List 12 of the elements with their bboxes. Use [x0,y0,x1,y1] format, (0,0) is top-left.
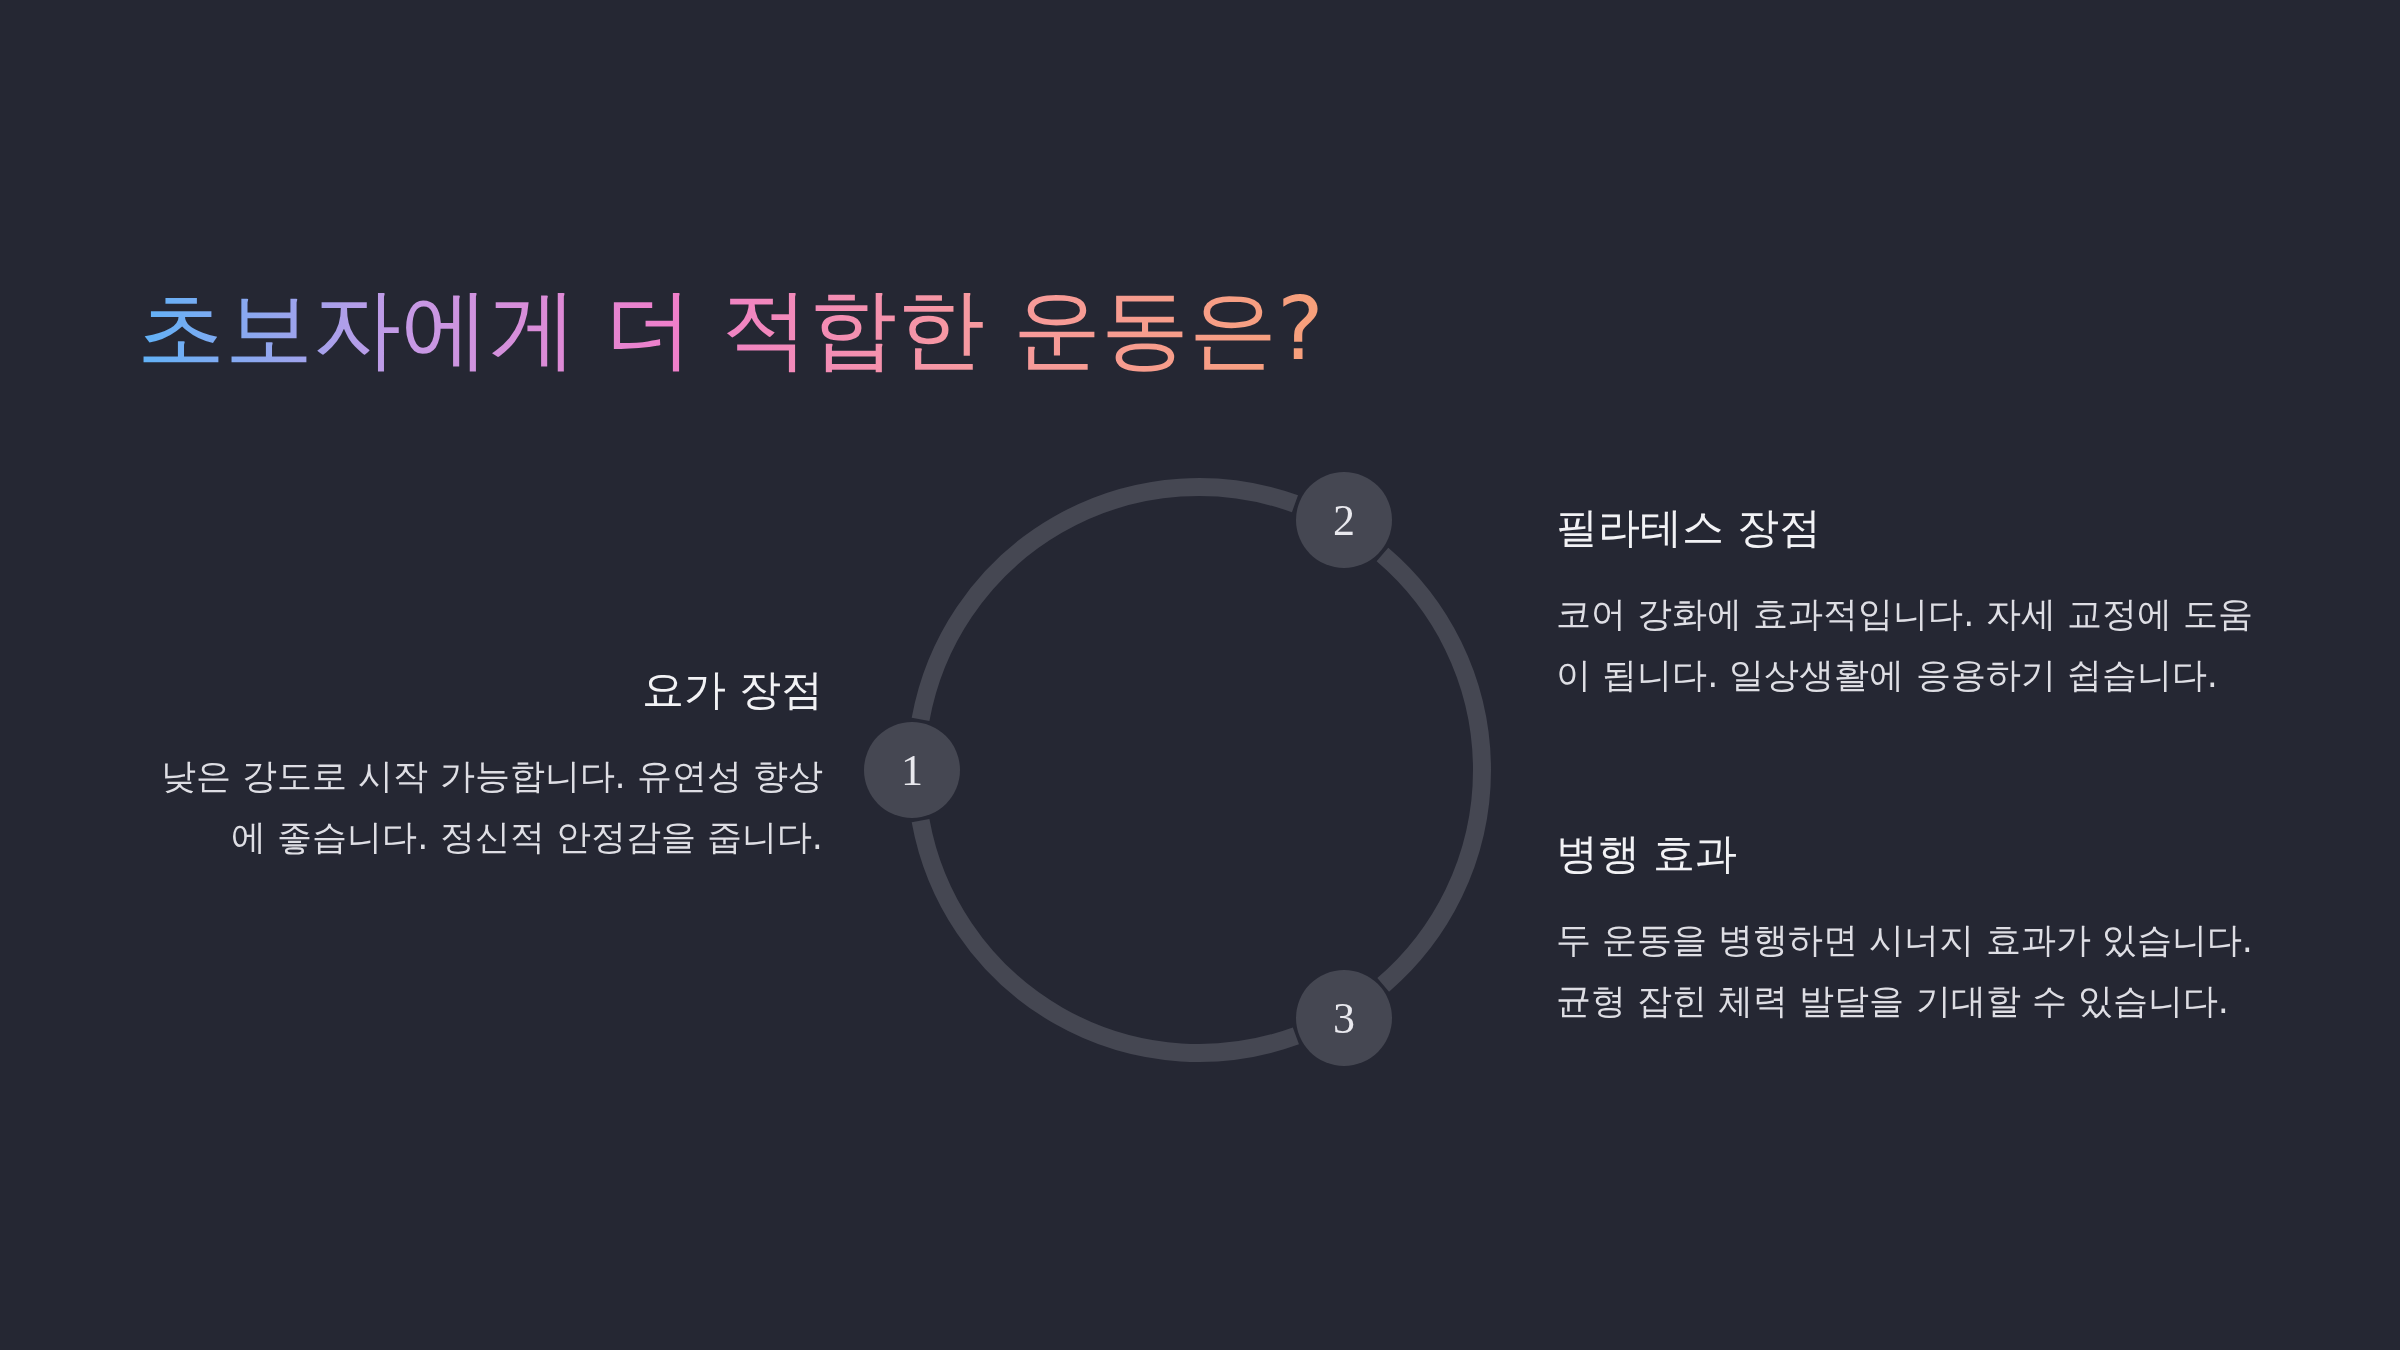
section-description: 코어 강화에 효과적입니다. 자세 교정에 도움이 됩니다. 일상생활에 응용하기 쉽습니다. [1556,593,2254,697]
section-description: 두 운동을 병행하면 시너지 효과가 있습니다. 균형 잡힌 체력 발달을 기대할 수 있습니다. [1556,919,2254,1023]
ring-arc [1376,548,1491,992]
section-heading: 병행 효과 [1556,828,1739,880]
ring-arc [911,478,1298,722]
section-description: 낮은 강도로 시작 가능합니다. 유연성 향상에 좋습니다. 정신적 안정감을 줍니다. [160,755,823,859]
ring-arc [911,818,1299,1062]
section-heading: 필라테스 장점 [1556,502,1823,554]
step-number-circle: 2 [1296,472,1392,568]
section-heading: 요가 장점 [640,664,823,716]
step-number-circle: 3 [1296,970,1392,1066]
step-number-circle: 1 [864,722,960,818]
